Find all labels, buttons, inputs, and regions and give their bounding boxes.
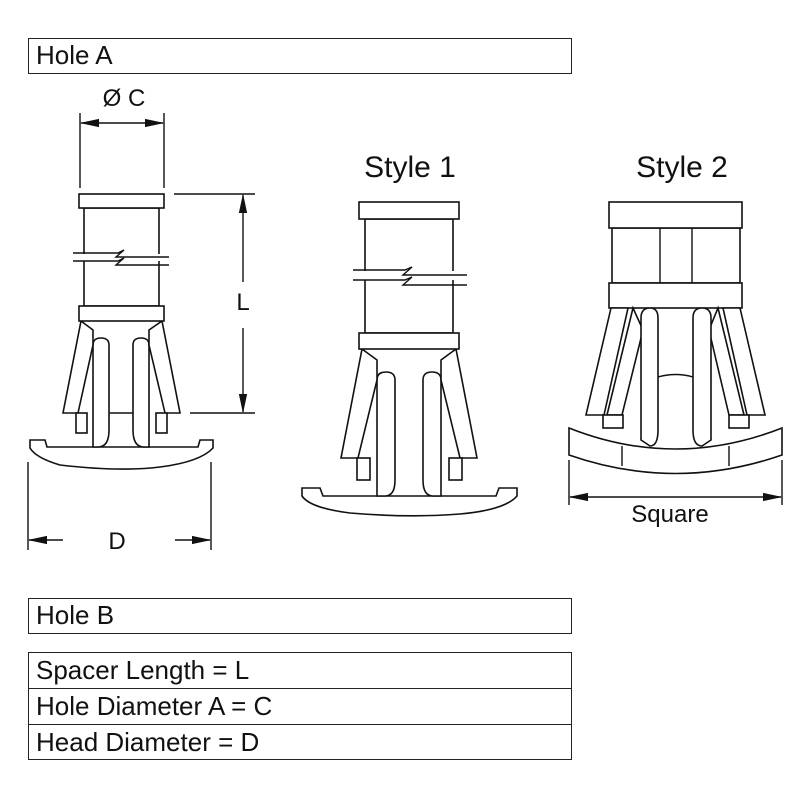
style-1-title: Style 1 [364, 151, 456, 184]
legend-spacer-length: Spacer Length = L [29, 653, 571, 689]
legend-head-diameter: Head Diameter = D [36, 727, 260, 757]
length-l-label: L [236, 289, 249, 316]
hole-a-label: Hole A [28, 38, 572, 74]
diameter-c-label: Ø C [103, 85, 146, 112]
head-d-label: D [108, 528, 125, 555]
dimension-legend: Spacer Length = L Hole Diameter A = C He… [28, 652, 572, 760]
figure-style-2: Style 2 Square [568, 151, 783, 528]
style-2-title: Style 2 [636, 151, 728, 184]
hole-b-label: Hole B [28, 598, 572, 634]
square-label: Square [631, 501, 708, 528]
legend-hole-diameter: Hole Diameter A = C [29, 689, 571, 725]
figure-style-1: Style 1 [301, 151, 518, 517]
figure-hole-a-spacer: Ø C L D [27, 85, 255, 555]
